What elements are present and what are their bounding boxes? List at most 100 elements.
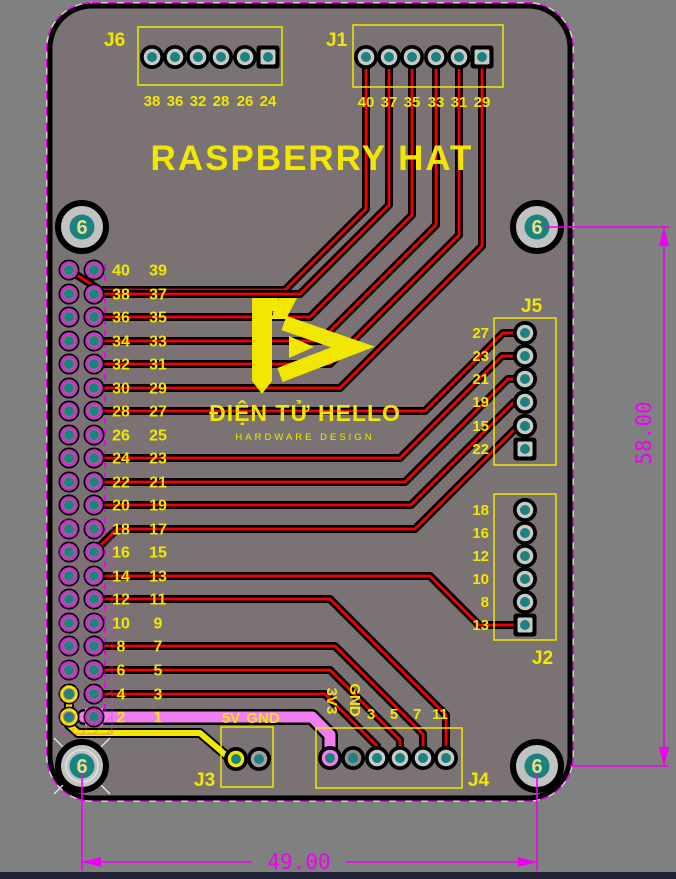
- trace[interactable]: [92, 55, 414, 319]
- header-pin-label[interactable]: 9: [154, 616, 163, 633]
- header-pin-label[interactable]: 2: [117, 710, 126, 727]
- header-pin-label[interactable]: 20: [112, 498, 130, 515]
- trace[interactable]: [92, 354, 516, 460]
- pin-label[interactable]: 33: [428, 94, 445, 111]
- header-pin-label[interactable]: 13: [149, 569, 167, 586]
- pin-label[interactable]: 3V3: [323, 688, 340, 715]
- header-pin-label[interactable]: 36: [112, 310, 130, 327]
- connector-box-j3[interactable]: [220, 726, 274, 788]
- pin-label[interactable]: 19: [472, 394, 489, 411]
- pin-label[interactable]: 27: [472, 325, 489, 342]
- connector-name-j4[interactable]: J4: [468, 770, 490, 791]
- pin-label[interactable]: 22: [472, 441, 489, 458]
- pin-label[interactable]: 40: [358, 94, 375, 111]
- trace[interactable]: [92, 574, 518, 627]
- pin-label[interactable]: 36: [167, 93, 184, 110]
- header-pin-label[interactable]: 14: [112, 569, 130, 586]
- header-pin-label[interactable]: 24: [112, 451, 130, 468]
- header-pin-label[interactable]: 22: [112, 475, 130, 492]
- header-pin-label[interactable]: 15: [149, 545, 167, 562]
- header-pin-label[interactable]: 19: [149, 498, 167, 515]
- header-pin-label[interactable]: 21: [149, 475, 167, 492]
- connector-box-j2[interactable]: [493, 493, 557, 641]
- header-pin-label[interactable]: 17: [149, 522, 167, 539]
- trace[interactable]: [92, 597, 448, 752]
- header-pin-label[interactable]: 32: [112, 357, 130, 374]
- pin-label[interactable]: 35: [404, 94, 421, 111]
- pin-label[interactable]: 28: [213, 93, 230, 110]
- header-pin-label[interactable]: 29: [149, 381, 167, 398]
- header-pin-label[interactable]: 7: [154, 639, 163, 656]
- header-pin-label[interactable]: 8: [117, 639, 126, 656]
- header-pin-label[interactable]: 26: [112, 428, 130, 445]
- header-pin-label[interactable]: 30: [112, 381, 130, 398]
- connector-name-j5[interactable]: J5: [521, 296, 543, 317]
- header-pin-label[interactable]: 16: [112, 545, 130, 562]
- pin-label[interactable]: 13: [472, 617, 489, 634]
- pin-label[interactable]: 31: [451, 94, 468, 111]
- j3-pin-label-5v[interactable]: 5V: [222, 710, 240, 727]
- header-pin-label[interactable]: 35: [149, 310, 167, 327]
- dimension-width[interactable]: 49.00: [81, 774, 538, 874]
- pin-label[interactable]: 7: [413, 706, 421, 723]
- pin-label[interactable]: GND: [346, 683, 363, 717]
- dim-width-value[interactable]: 49.00: [267, 850, 330, 874]
- board-title[interactable]: RASPBERRY HAT: [151, 139, 474, 178]
- header-pin-label[interactable]: 28: [112, 404, 130, 421]
- trace[interactable]: [92, 644, 425, 752]
- pin-label[interactable]: 10: [472, 571, 489, 588]
- pin-label[interactable]: 8: [481, 594, 489, 611]
- header-pin-label[interactable]: 40: [112, 263, 130, 280]
- dimension-height[interactable]: 58.00: [546, 226, 669, 767]
- pin-label[interactable]: 37: [381, 94, 398, 111]
- j3-pin-label-gnd[interactable]: GND: [246, 710, 280, 727]
- connector-box-j6[interactable]: [137, 26, 283, 86]
- trace[interactable]: [92, 55, 484, 390]
- pin-label[interactable]: 24: [260, 93, 277, 110]
- connector-box-j1[interactable]: [352, 24, 504, 88]
- pin-label[interactable]: 11: [432, 706, 448, 723]
- header-pin-label[interactable]: 10: [112, 616, 130, 633]
- trace[interactable]: [92, 377, 516, 484]
- logo-subtitle[interactable]: HARDWARE DESIGN: [235, 432, 374, 443]
- header-pin-label[interactable]: 1: [154, 710, 163, 727]
- header-pin-label[interactable]: 23: [149, 451, 167, 468]
- header-pin-label[interactable]: 34: [112, 334, 130, 351]
- header-pin-label[interactable]: 12: [112, 592, 130, 609]
- connector-name-j1[interactable]: J1: [326, 30, 348, 51]
- pin-label[interactable]: 29: [474, 94, 491, 111]
- header-pin-label[interactable]: 18: [112, 522, 130, 539]
- header-pin-label[interactable]: 38: [112, 287, 130, 304]
- header-pin-label[interactable]: 31: [149, 357, 167, 374]
- header-pin-label[interactable]: 11: [150, 592, 167, 609]
- trace[interactable]: [92, 668, 402, 752]
- connector-name-j6[interactable]: J6: [104, 30, 125, 51]
- pin-label[interactable]: 23: [472, 348, 489, 365]
- pin-label[interactable]: 5: [390, 706, 398, 723]
- logo-mark[interactable]: [252, 298, 375, 394]
- pin-label[interactable]: 3: [367, 706, 375, 723]
- header-pin-label[interactable]: 25: [149, 428, 167, 445]
- connector-name-j2[interactable]: J2: [532, 648, 553, 669]
- trace[interactable]: [92, 55, 391, 296]
- header-pin-label[interactable]: 4: [117, 687, 126, 704]
- trace[interactable]: [92, 55, 461, 366]
- logo-title[interactable]: ĐIỆN TỬ HELLO: [209, 398, 401, 426]
- pin-label[interactable]: 32: [190, 93, 207, 110]
- header-pin-label[interactable]: 37: [149, 287, 167, 304]
- hatch-region[interactable]: [59, 519, 113, 735]
- power-trace-3v3[interactable]: [78, 711, 336, 759]
- header-pin-label[interactable]: 27: [149, 404, 167, 421]
- connector-name-j3[interactable]: J3: [194, 770, 215, 791]
- pin-label[interactable]: 21: [472, 371, 489, 388]
- pin-label[interactable]: 12: [472, 548, 489, 565]
- connector-box-j5[interactable]: [493, 317, 557, 466]
- pin-label[interactable]: 18: [472, 502, 489, 519]
- trace[interactable]: [92, 400, 516, 507]
- pin-label[interactable]: 16: [472, 525, 489, 542]
- board-outline[interactable]: [46, 2, 574, 802]
- header-pin-label[interactable]: 5: [154, 663, 163, 680]
- pin-label[interactable]: 38: [144, 93, 161, 110]
- pin-label[interactable]: 26: [237, 93, 254, 110]
- header-pin-label[interactable]: 6: [117, 663, 126, 680]
